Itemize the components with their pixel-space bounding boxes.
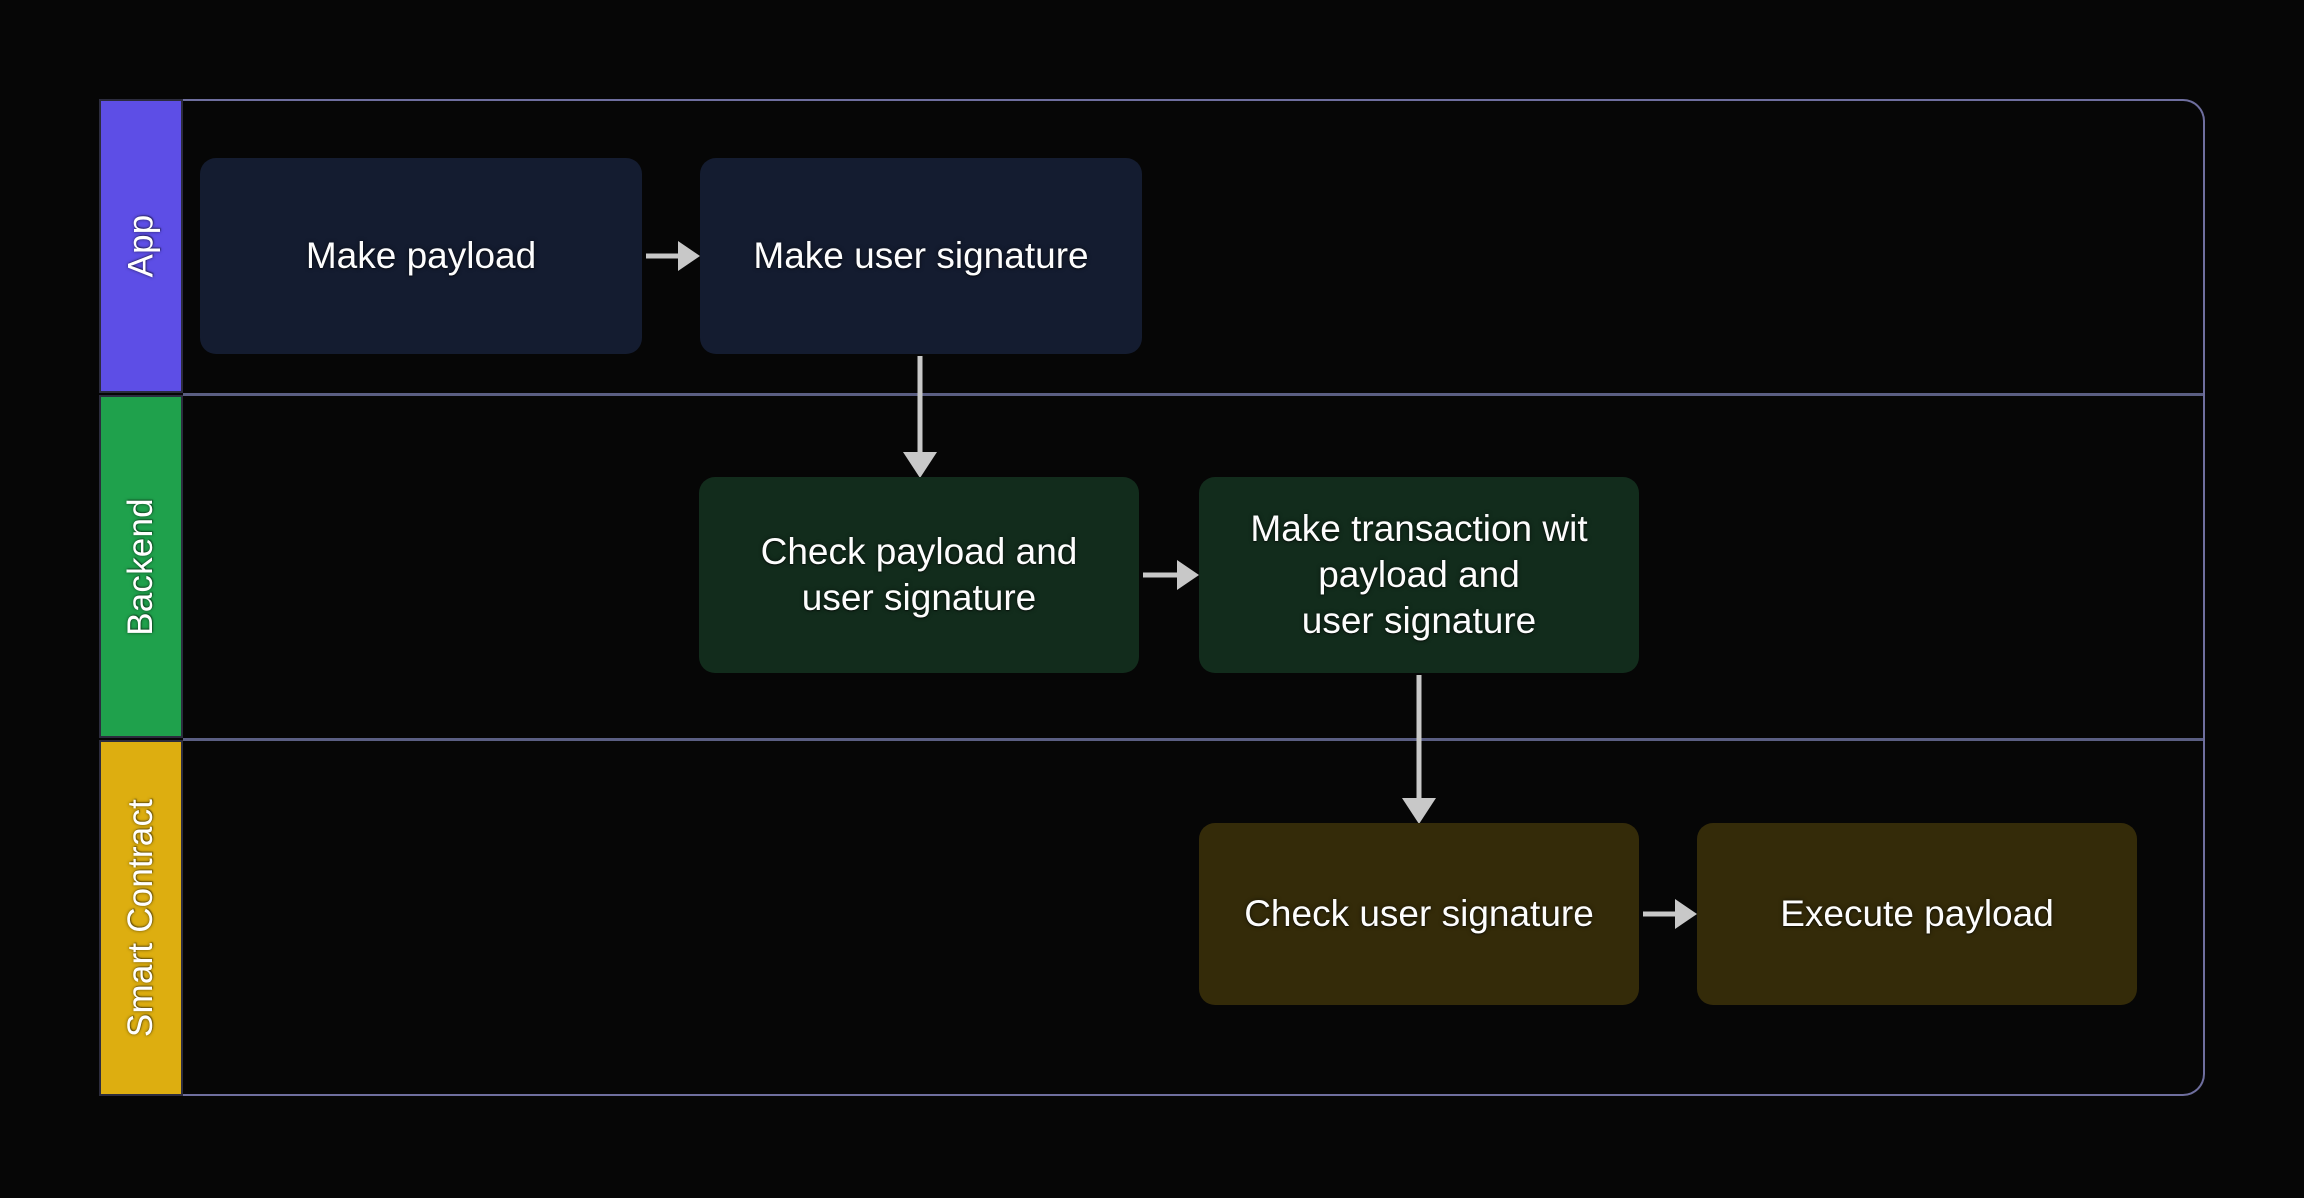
node-check-payload-line2: user signature [801, 577, 1037, 618]
node-make-payload[interactable]: Make payload [200, 158, 642, 354]
lane-label-app: App [120, 214, 160, 278]
node-make-transaction-line1: Make transaction wit [1250, 508, 1588, 550]
node-check-payload-label: Check payload and user signature [761, 529, 1078, 621]
lane-label-smart-contract: Smart Contract [121, 798, 160, 1038]
node-execute-payload[interactable]: Execute payload [1697, 823, 2137, 1005]
node-check-user-signature[interactable]: Check user signature [1199, 823, 1639, 1005]
node-make-user-signature-label: Make user signature [753, 235, 1089, 277]
node-check-user-signature-label: Check user signature [1244, 893, 1594, 935]
node-make-user-signature[interactable]: Make user signature [700, 158, 1142, 354]
lane-separator-app-backend [183, 393, 2203, 396]
node-check-payload[interactable]: Check payload and user signature [699, 477, 1139, 673]
lane-label-backend: Backend [121, 497, 161, 636]
swimlane-frame [183, 99, 2205, 1096]
lane-header-app[interactable]: App [99, 99, 183, 393]
lane-header-backend[interactable]: Backend [99, 395, 183, 738]
node-make-payload-label: Make payload [305, 235, 537, 277]
lane-separator-backend-contract [183, 738, 2203, 741]
node-make-transaction-line2: payload and [1318, 554, 1520, 596]
lane-header-smart-contract[interactable]: Smart Contract [99, 740, 183, 1096]
node-execute-payload-label: Execute payload [1780, 893, 2054, 935]
node-make-transaction-line3: user signature [1301, 599, 1537, 641]
node-make-transaction[interactable]: Make transaction wit payload and user si… [1199, 477, 1639, 673]
node-make-transaction-label: Make transaction wit payload and user si… [1250, 506, 1587, 644]
node-check-payload-line1: Check payload and [760, 531, 1078, 573]
